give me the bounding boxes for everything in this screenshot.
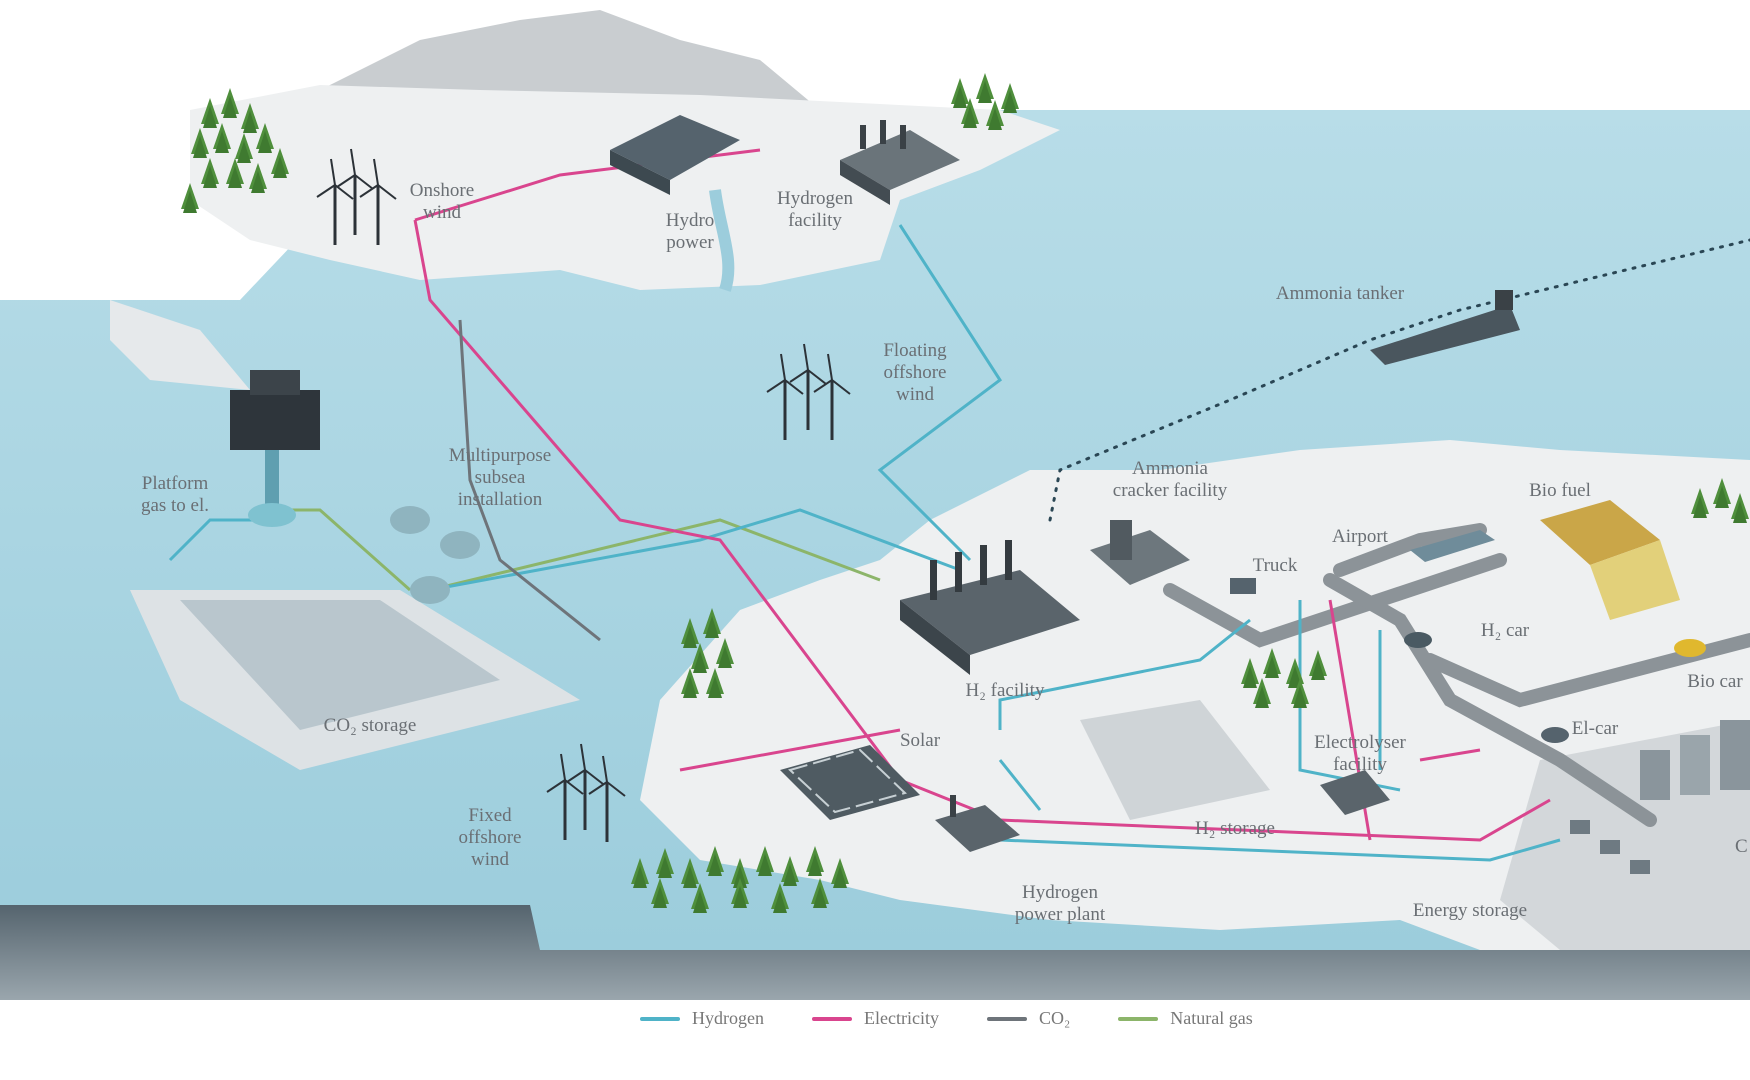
- legend: Hydrogen Electricity CO₂ Natural gas: [640, 1008, 1253, 1029]
- label-hydrogen-power-plant: Hydrogen power plant: [1014, 882, 1106, 925]
- vehicles: [1230, 578, 1706, 743]
- legend-swatch-co2: [986, 1016, 1027, 1021]
- label-city: C: [1735, 836, 1748, 857]
- hydro-power-building: [610, 115, 740, 292]
- legend-item-electricity: Electricity: [811, 1008, 939, 1029]
- legend-label: CO₂: [1038, 1008, 1071, 1028]
- label-el-car: El-car: [1571, 718, 1619, 739]
- label-hydrogen-facility: Hydrogen facility: [777, 188, 853, 231]
- label-electrolyser-facility: Electrolyser facility: [1314, 732, 1406, 775]
- legend-item-co2: CO₂: [986, 1008, 1071, 1029]
- label-fixed-offshore-wind: Fixed offshore wind: [458, 805, 522, 870]
- base-edge: [0, 905, 1750, 1000]
- electrolyser-building: [1320, 770, 1390, 815]
- solar-panels: [780, 745, 920, 820]
- subsea-installation: [390, 506, 480, 604]
- legend-item-hydrogen: Hydrogen: [640, 1008, 764, 1029]
- label-energy-storage: Energy storage: [1412, 900, 1528, 921]
- label-platform-gas: Platform gas to el.: [140, 473, 210, 516]
- legend-swatch-natural-gas: [1118, 1016, 1159, 1021]
- roads: [1163, 523, 1750, 827]
- label-floating-offshore-wind: Floating offshore wind: [883, 340, 947, 405]
- label-truck: Truck: [1252, 555, 1298, 576]
- label-h2-car: H₂ car: [1480, 620, 1530, 641]
- bio-fuel-building: [1540, 500, 1680, 620]
- label-onshore-wind: Onshore wind: [409, 180, 475, 223]
- ammonia-tanker-ship: [1370, 290, 1520, 365]
- label-h2-facility: H₂ facility: [965, 680, 1045, 701]
- label-multipurpose-subsea: Multipurpose subsea installation: [448, 445, 552, 510]
- label-bio-fuel: Bio fuel: [1529, 480, 1591, 501]
- hydrogen-lines: [168, 224, 1561, 862]
- ammonia-cracker-building: [1090, 520, 1190, 585]
- label-solar: Solar: [899, 730, 941, 751]
- airplane: [1410, 530, 1495, 562]
- label-airport: Airport: [1332, 526, 1388, 547]
- h2-pit: [1080, 700, 1270, 820]
- land-north: [190, 85, 1060, 290]
- offshore-platform: [230, 370, 320, 527]
- legend-swatch-electricity: [811, 1016, 852, 1021]
- label-bio-car: Bio car: [1687, 671, 1743, 692]
- co2-lines: [458, 319, 601, 642]
- hydrogen-power-plant-building: [935, 795, 1020, 852]
- h2-facility-building: [900, 540, 1080, 675]
- energy-storage-units: [1570, 820, 1650, 874]
- label-co2-storage: CO₂ storage: [323, 715, 417, 736]
- legend-swatch-hydrogen: [640, 1016, 680, 1021]
- hydrogen-facility-building: [840, 120, 960, 205]
- label-ammonia-cracker: Ammonia cracker facility: [1112, 458, 1228, 501]
- legend-label: Hydrogen: [692, 1008, 764, 1028]
- legend-label: Electricity: [863, 1008, 939, 1028]
- city-buildings: [1640, 720, 1750, 800]
- land-west: [110, 300, 250, 390]
- label-ammonia-tanker: Ammonia tanker: [1275, 283, 1405, 304]
- legend-item-natural-gas: Natural gas: [1118, 1008, 1253, 1029]
- legend-label: Natural gas: [1170, 1008, 1253, 1028]
- label-hydro-power: Hydro power: [665, 210, 715, 253]
- label-h2-storage: H₂ storage: [1195, 818, 1275, 839]
